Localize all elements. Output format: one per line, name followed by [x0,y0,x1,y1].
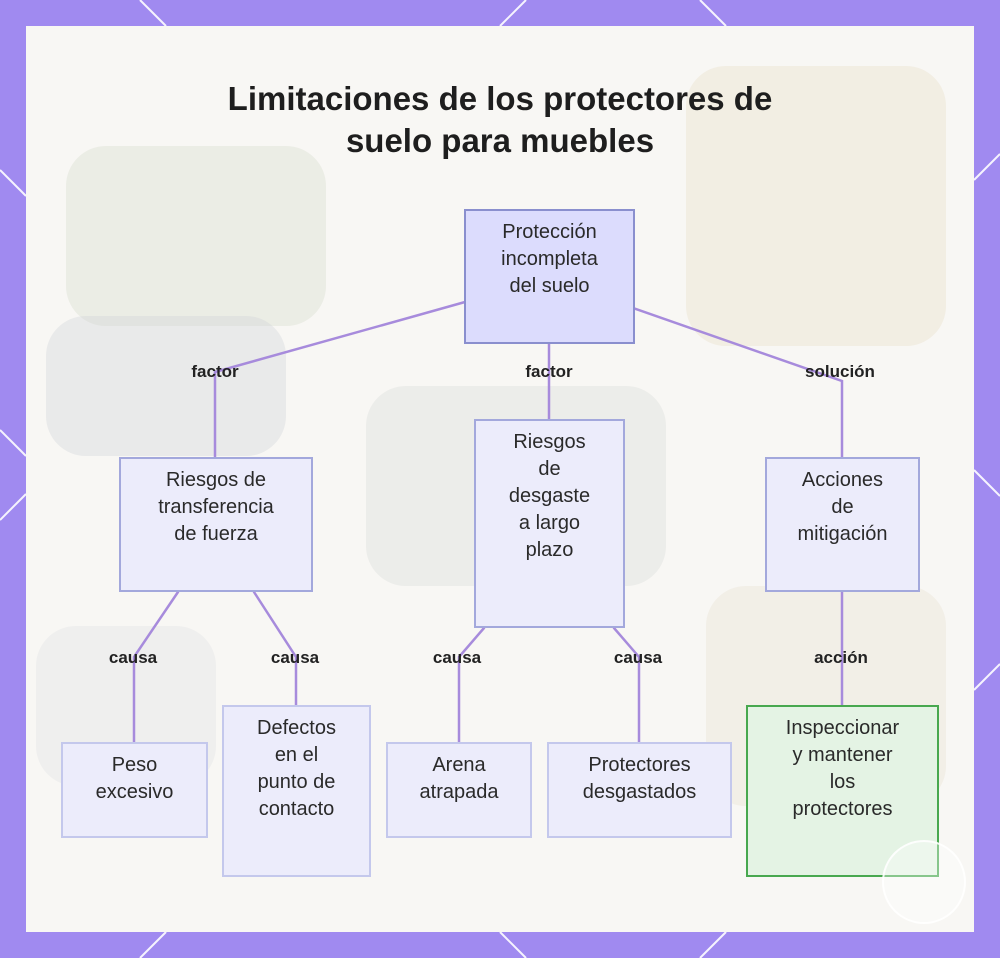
node-text-line: excesivo [95,781,174,803]
node-text-line: a largo [518,512,581,534]
node-text-line: desgaste [508,485,591,507]
edge-fuerza-defectos [252,590,298,708]
node-text-line: Defectos [257,717,336,739]
edge-label-causa: causa [432,648,482,667]
node-text-line: transferencia [158,496,274,518]
diagram-title-line: Limitaciones de los protectores de [227,80,773,117]
edge-label-accion: acción [814,648,868,667]
edge-desgaste-arena [457,626,486,745]
edge-label-causa: causa [613,648,663,667]
node-proteccion-incompleta: Protección incompleta del suelo [464,209,635,344]
background-blur-shape [46,316,286,456]
edge-label-factor: factor [525,362,573,381]
node-text-line: de [538,458,561,480]
edge-root-mitigacion [631,306,844,460]
node-inspeccionar-mantener: Inspeccionar y mantener los protectores [746,705,939,877]
node-text-line: Inspeccionar [785,717,900,739]
node-text-line: atrapada [419,781,499,803]
edge-root-fuerza [213,300,467,460]
node-text-line: protectores [792,798,893,820]
node-text-line: Acciones [801,469,884,491]
node-text-line: plazo [525,539,574,561]
edge-desgaste-protectores [612,626,641,745]
node-riesgos-transferencia-fuerza: Riesgos de transferencia de fuerza [119,457,313,592]
node-text-line: en el [274,744,319,766]
node-text-line: incompleta [501,248,598,270]
diagram-title-line: suelo para muebles [345,122,655,159]
edge-label-causa: causa [108,648,158,667]
node-text-line: desgastados [582,781,697,803]
node-text-line: Peso [111,754,158,776]
edge-label-factor: factor [191,362,239,381]
node-text-line: del suelo [509,275,590,297]
node-peso-excesivo: Peso excesivo [61,742,208,838]
node-acciones-mitigacion: Acciones de mitigación [765,457,920,592]
node-text-line: contacto [258,798,335,820]
edge-label-solucion: solución [805,362,875,381]
node-text-line: Protectores [588,754,691,776]
node-text-line: los [829,771,856,793]
edge-label-causa: causa [270,648,320,667]
node-riesgos-desgaste-largo-plazo: Riesgos de desgaste a largo plazo [474,419,625,628]
watermark-logo-icon [882,840,966,924]
node-text-line: de fuerza [174,523,258,545]
node-text-line: de [831,496,854,518]
background-blur-shape [66,146,326,326]
node-text-line: Protección [502,221,597,243]
background-blur-shape [686,66,946,346]
node-text-line: Riesgos [513,431,586,453]
node-text-line: y mantener [792,744,893,766]
node-arena-atrapada: Arena atrapada [386,742,532,838]
node-text-line: Arena [432,754,486,776]
edge-fuerza-peso [132,590,180,745]
node-text-line: punto de [257,771,336,793]
diagram-title: Limitaciones de los protectores de suelo… [0,78,1000,162]
node-text-line: Riesgos de [165,469,267,491]
node-defectos-punto-contacto: Defectos en el punto de contacto [222,705,371,877]
node-text-line: mitigación [797,523,888,545]
node-protectores-desgastados: Protectores desgastados [547,742,732,838]
